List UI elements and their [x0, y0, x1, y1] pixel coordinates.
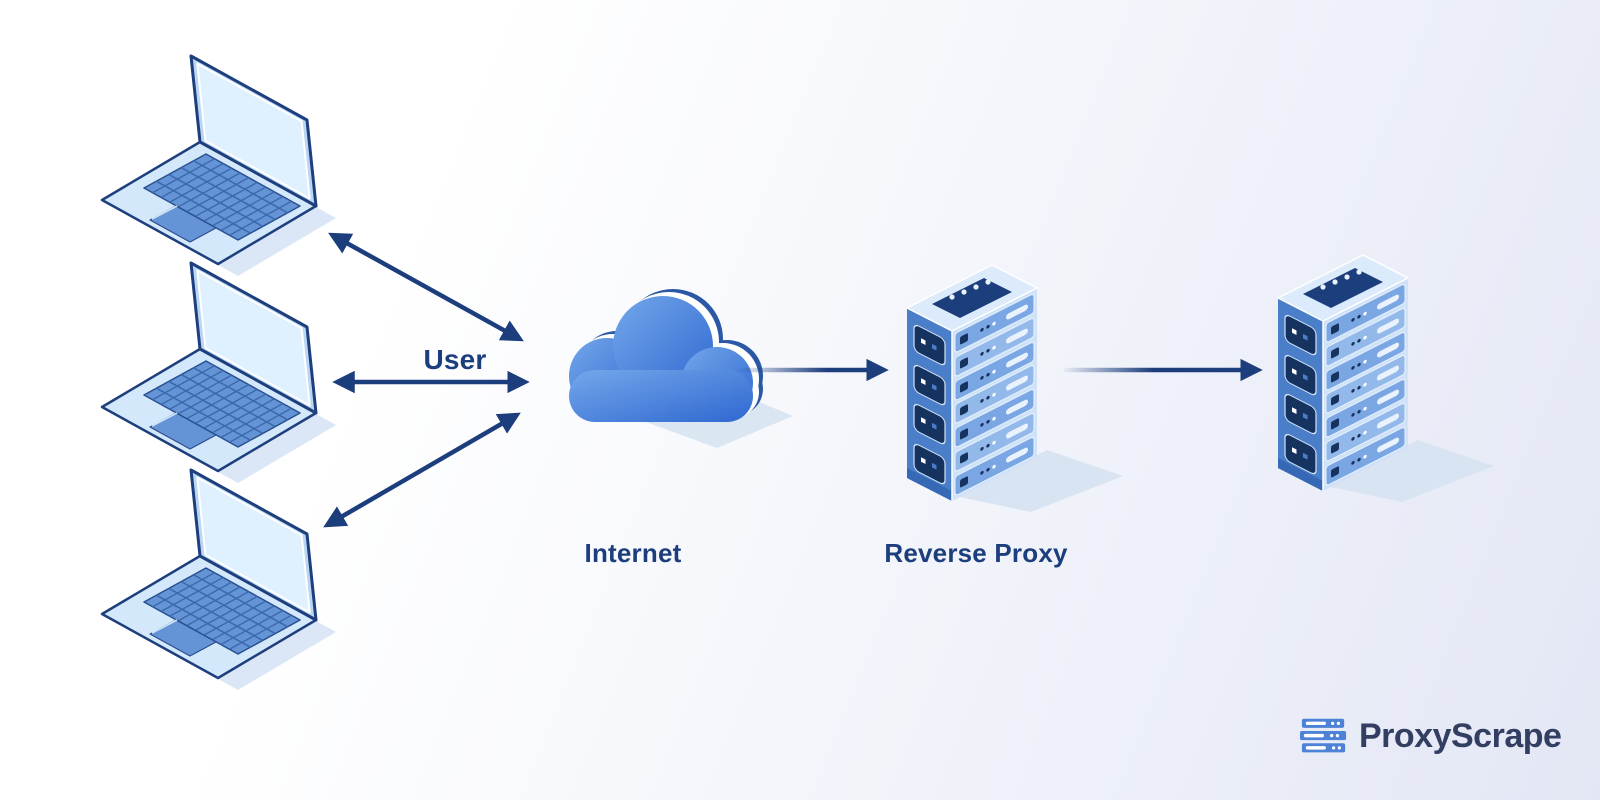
reverse-proxy-label: Reverse Proxy — [884, 538, 1068, 568]
arrow-laptop3-cloud — [323, 412, 521, 528]
brand-name: ProxyScrape — [1359, 717, 1562, 755]
user-label: User — [423, 344, 487, 375]
brand-logo: ProxyScrape — [1300, 716, 1562, 756]
laptop-icon-3 — [88, 464, 338, 694]
arrow-cloud-reverseproxy — [738, 358, 889, 382]
laptop-icon-1 — [88, 50, 338, 280]
laptop-icon-2 — [88, 257, 338, 487]
arrow-reverseproxy-origin — [1064, 358, 1263, 382]
internet-label: Internet — [584, 538, 682, 568]
arrow-laptop2-cloud — [332, 370, 530, 394]
origin-server-icon — [1268, 240, 1498, 505]
server-stack-icon — [1300, 717, 1348, 755]
arrow-laptop1-cloud — [328, 232, 524, 342]
